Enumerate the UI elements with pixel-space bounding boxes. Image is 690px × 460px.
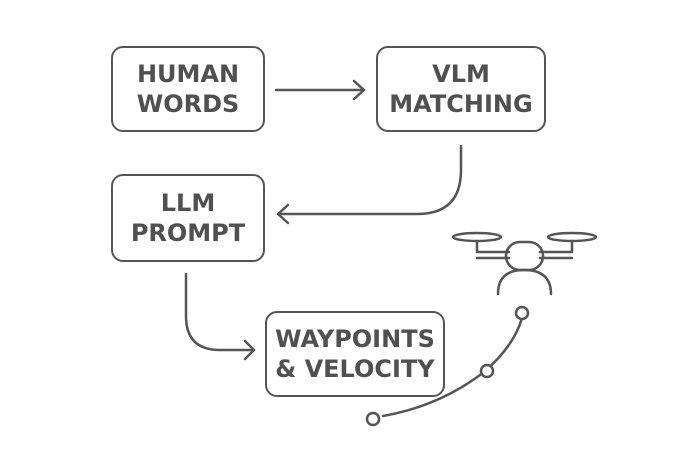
flight-path-icon: [365, 305, 530, 427]
edge-vlm-to-llm: [276, 144, 463, 225]
edge-human-to-vlm: [274, 79, 366, 101]
node-human-words: HUMAN WORDS: [111, 46, 265, 132]
node-label-line: WORDS: [136, 90, 240, 118]
node-vlm-matching: VLM MATCHING: [376, 46, 546, 132]
node-label-line: PROMPT: [130, 219, 246, 247]
node-waypoints-velocity: WAYPOINTS & VELOCITY: [265, 311, 445, 397]
node-label-line: HUMAN: [136, 60, 240, 88]
node-label-line: LLM: [160, 189, 216, 217]
node-llm-prompt: LLM PROMPT: [111, 174, 265, 262]
edge-llm-to-waypoints: [184, 272, 256, 361]
node-label-line: VLM: [432, 60, 490, 88]
node-label-line: & VELOCITY: [275, 355, 435, 383]
node-label-line: WAYPOINTS: [275, 325, 435, 353]
drone-icon: [451, 231, 598, 296]
node-label-line: MATCHING: [389, 90, 533, 118]
